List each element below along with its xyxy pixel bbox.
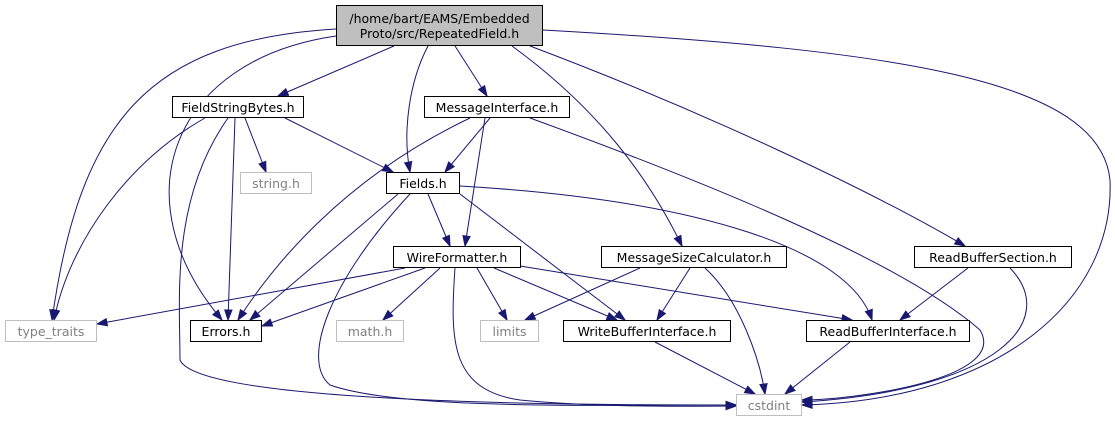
edge-wf-to-write-buffer-interface: [493, 267, 618, 321]
edge-fields-to-cstdint: [318, 193, 737, 406]
node-read-buffer-section-h[interactable]: ReadBufferSection.h: [914, 246, 1072, 268]
edge-root-to-read-buffer-section: [529, 45, 966, 247]
edge-rbi-to-cstdint: [784, 341, 851, 395]
arrowhead-mi-to-errors: [237, 308, 248, 322]
edge-mi-to-fields: [444, 117, 491, 173]
edge-rbs-to-cstdint: [801, 267, 1028, 403]
edge-wf-to-math-h: [382, 267, 441, 321]
arrowhead-fsb-to-type-traits: [51, 308, 61, 322]
arrowhead-wf-to-cstdint: [725, 401, 738, 411]
edge-msc-to-limits: [524, 267, 641, 321]
node-fields-h[interactable]: Fields.h: [386, 172, 460, 194]
arrowhead-wf-to-errors: [260, 318, 274, 327]
edge-root-to-message-size-calculator: [511, 45, 683, 247]
edge-wf-to-cstdint: [452, 267, 737, 407]
arrowhead-fields-to-write-buffer-interface: [614, 310, 627, 321]
edge-root-to-type-traits: [51, 28, 337, 321]
arrowhead-wf-to-write-buffer-interface: [605, 311, 619, 321]
arrowhead-fsb-to-errors: [224, 309, 233, 322]
arrowhead-rbs-to-cstdint: [800, 397, 813, 406]
arrowhead-fields-to-errors: [248, 309, 261, 321]
node-errors-h[interactable]: Errors.h: [190, 320, 262, 342]
arrowhead-root-to-message-interface: [477, 84, 488, 98]
arrowhead-msc-to-write-buffer-interface: [656, 308, 667, 322]
arrowhead-fsb-to-fields: [381, 163, 395, 173]
arrowhead-msc-to-cstdint: [759, 382, 768, 396]
edge-fields-to-write-buffer-interface: [459, 193, 626, 321]
edge-mi-to-wire-formatter: [464, 117, 486, 247]
edge-root-to-cstdint: [542, 29, 1111, 406]
arrowhead-wf-to-type-traits: [95, 317, 109, 327]
node-cstdint[interactable]: cstdint: [736, 394, 802, 416]
edge-fsb-to-fields: [284, 117, 394, 173]
arrowhead-fsb-to-string-h: [258, 160, 267, 174]
arrowhead-root-to-errors: [211, 309, 223, 322]
arrowhead-wbi-to-cstdint: [743, 385, 757, 395]
edge-wf-to-type-traits: [96, 267, 406, 325]
arrowhead-root-to-read-buffer-section: [953, 236, 967, 247]
edge-rbs-to-read-buffer-interface: [899, 267, 969, 321]
arrowhead-root-to-message-size-calculator: [673, 234, 683, 248]
edge-root-to-field-string-bytes: [277, 45, 395, 97]
edge-fields-to-errors: [249, 193, 399, 321]
edge-fsb-to-type-traits: [53, 117, 206, 321]
node-wire-formatter-h[interactable]: WireFormatter.h: [393, 246, 521, 268]
node-limits[interactable]: limits: [480, 320, 539, 342]
node-read-buffer-interface-h[interactable]: ReadBufferInterface.h: [806, 320, 970, 342]
arrowhead-root-to-fields: [403, 160, 413, 174]
node-string-h[interactable]: string.h: [240, 172, 312, 194]
arrowhead-wf-to-math-h: [381, 309, 394, 321]
node-message-interface-h[interactable]: MessageInterface.h: [424, 96, 570, 118]
edge-fields-to-read-buffer-interface: [459, 185, 873, 321]
edge-msc-to-cstdint: [704, 267, 766, 395]
arrowhead-msc-to-limits: [523, 311, 537, 321]
edge-root-to-fields: [406, 45, 429, 173]
node-math-h[interactable]: math.h: [336, 320, 404, 342]
arrowhead-wf-to-limits: [498, 308, 508, 322]
edge-mi-to-errors: [237, 117, 471, 321]
arrowhead-root-to-field-string-bytes: [276, 87, 290, 97]
node-message-size-calculator-h[interactable]: MessageSizeCalculator.h: [601, 246, 787, 268]
edge-mi-to-cstdint: [529, 117, 984, 401]
arrowhead-rbi-to-cstdint: [783, 384, 796, 395]
arrowhead-mi-to-wire-formatter: [462, 234, 471, 248]
node-write-buffer-interface-h[interactable]: WriteBufferInterface.h: [563, 320, 731, 342]
root-label-line2: Proto/src/RepeatedField.h: [359, 25, 520, 41]
edge-wbi-to-cstdint: [654, 341, 756, 395]
node-field-string-bytes-h[interactable]: FieldStringBytes.h: [172, 96, 304, 118]
node-repeated-field-h[interactable]: /home/bart/EAMS/Embedded Proto/src/Repea…: [336, 5, 543, 46]
edge-fsb-to-errors: [227, 117, 236, 321]
arrowhead-mi-to-fields: [444, 161, 456, 174]
edge-root-to-errors: [168, 35, 337, 321]
edge-wf-to-read-buffer-interface: [519, 265, 853, 321]
arrowhead-fields-to-read-buffer-interface: [864, 308, 873, 322]
arrowhead-rbs-to-read-buffer-interface: [898, 310, 911, 321]
arrowhead-fields-to-wire-formatter: [441, 234, 451, 248]
root-label-line1: /home/bart/EAMS/Embedded: [349, 10, 530, 26]
node-type-traits[interactable]: type_traits: [5, 320, 97, 342]
edge-wf-to-errors: [261, 267, 426, 327]
